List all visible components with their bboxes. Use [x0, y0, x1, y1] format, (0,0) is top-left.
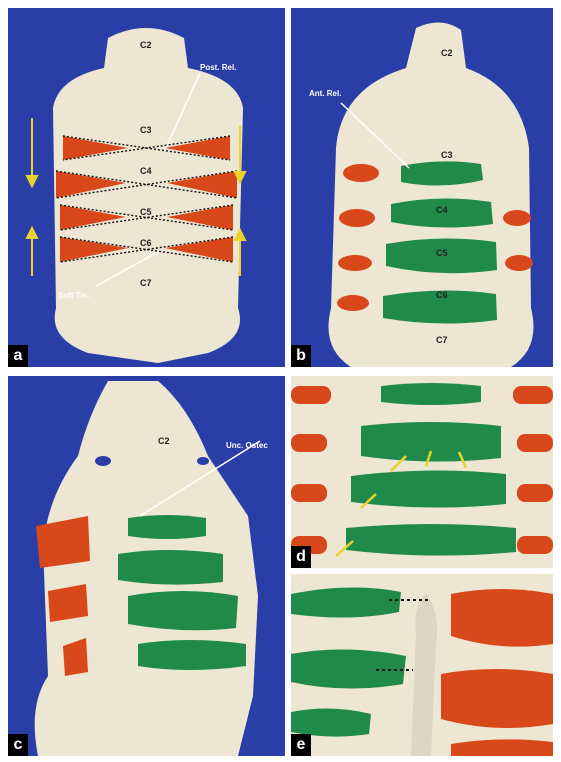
level-label: C3 — [140, 125, 152, 135]
level-label: C2 — [441, 48, 453, 58]
level-label: C4 — [140, 166, 152, 176]
level-label: C6 — [140, 238, 152, 248]
panel-a: C2 C3 C4 C5 C6 C7 Post. Rel. Soft Tis. a — [8, 8, 285, 367]
level-label: C4 — [436, 205, 448, 215]
panel-label: b — [291, 345, 311, 367]
post-rel-annotation: Post. Rel. — [200, 63, 236, 72]
panel-b-image: C2 C3 C4 C5 C6 C7 Ant. Rel. — [291, 8, 553, 367]
soft-tissue-annotation: Soft Tis. — [58, 291, 89, 300]
level-label: C3 — [441, 150, 453, 160]
panel-label: d — [291, 546, 311, 568]
panel-d-image — [291, 376, 553, 568]
panel-c: C2 Unc. Ostec c — [8, 376, 285, 756]
level-label: C6 — [436, 290, 448, 300]
panel-b: C2 C3 C4 C5 C6 C7 Ant. Rel. b — [291, 8, 553, 367]
panel-label: e — [291, 734, 311, 756]
level-label: C5 — [436, 248, 448, 258]
level-label: C2 — [158, 436, 170, 446]
unc-ostec-annotation: Unc. Ostec — [226, 441, 268, 450]
panel-c-image: C2 Unc. Ostec — [8, 376, 285, 756]
level-label: C2 — [140, 40, 152, 50]
panel-e: e — [291, 574, 553, 756]
panel-a-image: C2 C3 C4 C5 C6 C7 Post. Rel. Soft Tis. — [8, 8, 285, 367]
panel-d: d — [291, 376, 553, 568]
level-label: C7 — [436, 335, 448, 345]
level-label: C7 — [140, 278, 152, 288]
panel-label: c — [8, 734, 28, 756]
ant-rel-annotation: Ant. Rel. — [309, 89, 341, 98]
vertebral-column — [53, 28, 243, 363]
panel-label: a — [8, 345, 28, 367]
panel-e-image — [291, 574, 553, 756]
level-label: C5 — [140, 207, 152, 217]
